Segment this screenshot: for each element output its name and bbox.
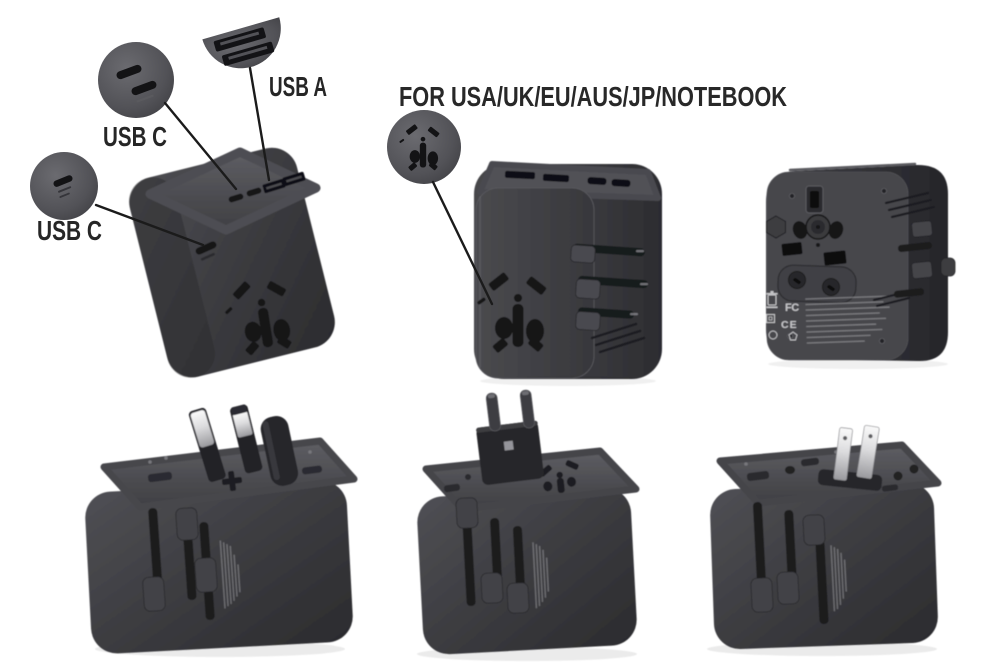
circle-icon [768,330,778,340]
adapter-front-face [417,487,637,655]
us-blade-1 [833,427,853,481]
callout-line-usb-a [248,66,271,182]
side-sliders [894,220,956,298]
side-sliders [570,243,648,331]
pentagon-icon [788,331,798,341]
front-face-edge-highlight [479,196,481,368]
fine-print-lines [219,540,241,609]
front-sliders [455,497,530,614]
view-eu-plug [417,389,640,661]
ce-marking: CE [781,319,798,331]
retract-slot [805,185,824,214]
view-front-universal-socket: FOR USA/UK/EU/AUS/JP/NOTEBOOK [387,81,787,386]
view-back-certifications: FC CE [766,162,956,369]
adapter-left-face-shade [128,177,215,378]
callout-line-socket [431,180,494,306]
callout-line-usb-c-side [94,203,205,247]
usb-c-port-side [195,241,217,261]
pin-slots [781,242,847,266]
hex-knob [766,215,786,239]
usb-c-ports-top [228,187,262,203]
fine-print-lines [830,545,847,612]
adapter-front-body [474,161,662,386]
adapter-top-face [422,447,640,513]
front-sliders [750,502,829,624]
side-tab [940,257,956,277]
plug-mechanism [792,214,844,247]
square-icon [766,314,775,323]
square-icon-inner [768,316,773,321]
body-shadow [768,359,948,369]
view-angled-usb-ports: USB A USB C USB C [30,17,335,378]
fine-print-lines [532,542,550,609]
callout-usb-a-ports [202,17,281,69]
eu-plug-base [476,420,544,485]
certification-markings: FC CE [766,291,800,341]
top-face-recesses [147,450,323,492]
top-face-socket-recess [539,460,579,493]
uk-pin-2 [230,404,263,474]
eu-pin-2 [519,389,535,429]
vent-slats [590,322,646,354]
adapter-angled-body [128,147,335,378]
top-face-recesses [744,450,919,492]
callout-usb-c-side-port [30,152,98,220]
top-ports-row [504,170,631,187]
usb-c-top-label: USB C [103,121,167,152]
front-sliders [142,507,218,620]
callout-line-usb-c-top [163,101,238,191]
view-us-plug [707,425,942,656]
fcc-marking: FC [785,302,799,314]
adapter-top-face [145,147,321,235]
top-face-recesses [443,474,471,493]
usb-a-ports-top [262,171,306,194]
adapter-front-face [85,480,353,654]
usb-c-side-label: USB C [37,215,102,246]
fine-print-lines [805,295,890,344]
uk-pin-1 [188,407,226,482]
callout-usb-c-ports [98,42,174,118]
bottom-socket-panel [777,264,857,304]
top-edge-highlight [788,162,917,172]
uk-pin-3 [260,416,299,486]
weee-bin-icon [766,291,778,309]
view-uk-plug [85,404,358,657]
compatibility-heading: FOR USA/UK/EU/AUS/JP/NOTEBOOK [399,81,787,112]
callout-universal-socket [387,110,461,184]
us-blade-2 [856,425,880,479]
usb-a-label: USB A [269,71,327,102]
body-shadow [480,376,656,386]
eu-pin-1 [485,392,501,432]
